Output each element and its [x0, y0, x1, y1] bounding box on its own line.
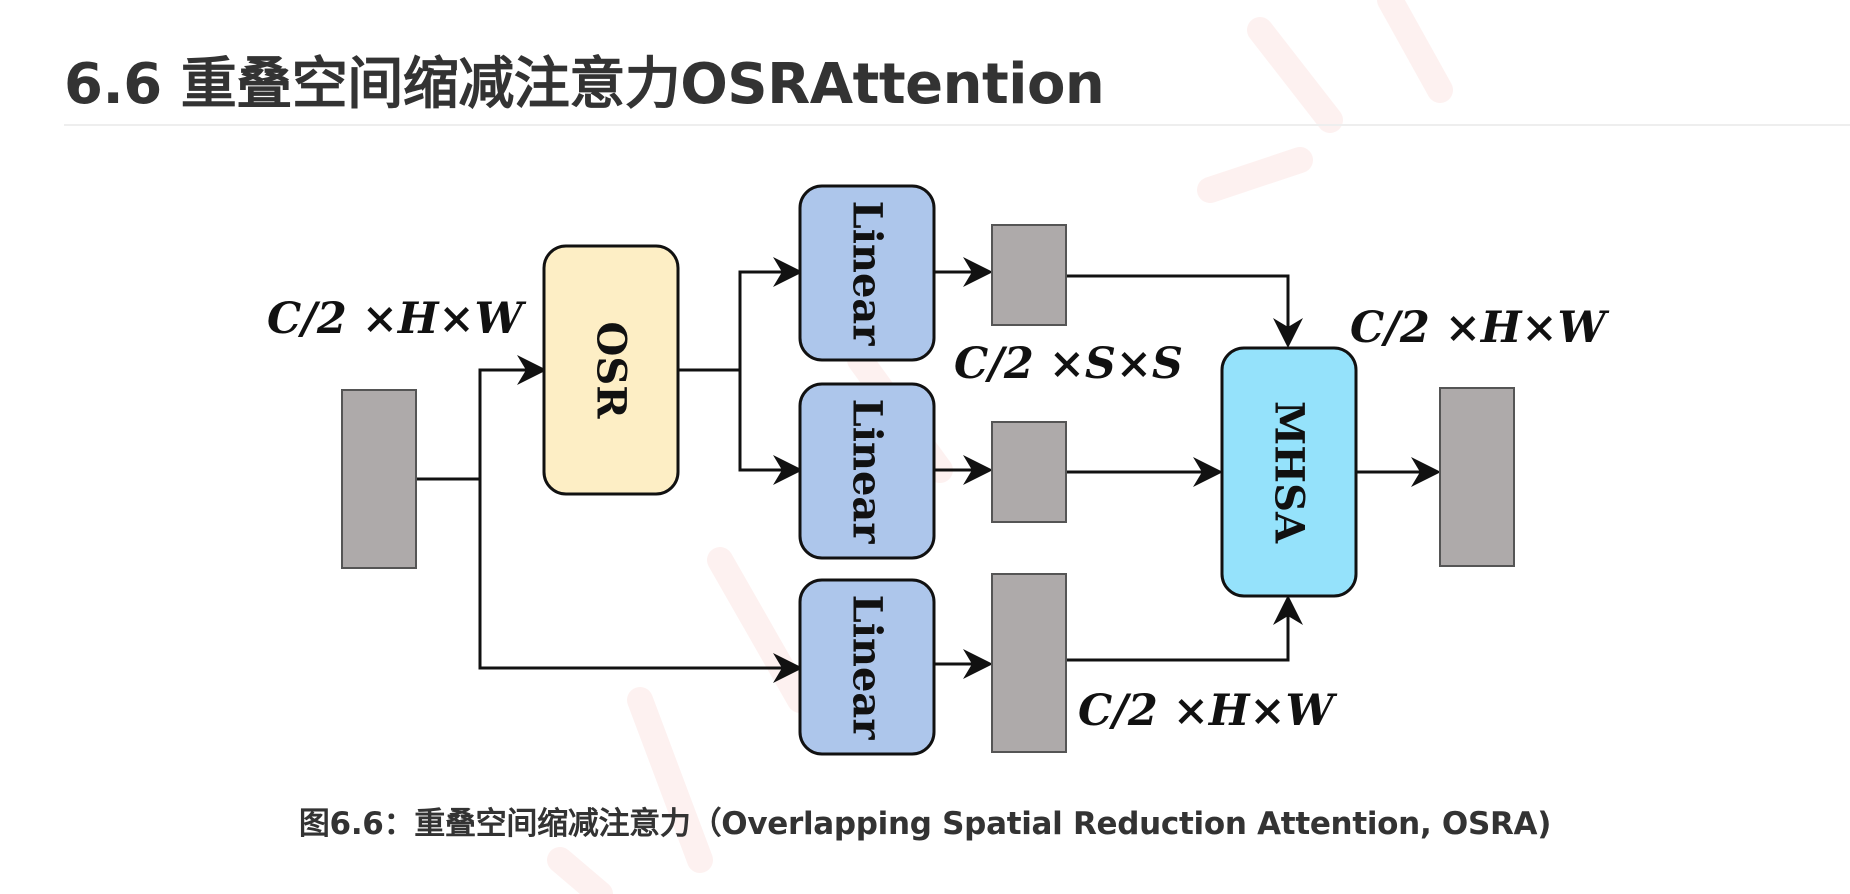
output-tensor — [1439, 387, 1515, 567]
value-dim-label: C/2 ×H×W — [1078, 686, 1338, 736]
figure-caption: 图6.6：重叠空间缩减注意力（Overlapping Spatial Reduc… — [0, 804, 1850, 844]
connector-key-to-mhsa — [1066, 274, 1303, 348]
linear-bottom-label: Linear — [844, 595, 891, 741]
figure-caption-text: 图6.6：重叠空间缩减注意力（Overlapping Spatial Reduc… — [298, 806, 1552, 842]
key-tensor — [991, 224, 1067, 326]
input-tensor — [341, 389, 417, 569]
reduced-dim-label: C/2 ×S×S — [954, 339, 1183, 389]
connector-to-linear-mid — [738, 370, 803, 485]
connector-value-to-mhsa — [1066, 595, 1303, 662]
connector-to-linear-bottom — [478, 479, 803, 683]
connectors — [416, 257, 1441, 683]
linear-mid-label: Linear — [844, 399, 891, 545]
mhsa-block: MHSA — [1220, 346, 1358, 598]
output-dim-label: C/2 ×H×W — [1350, 303, 1610, 353]
osr-block: OSR — [542, 244, 680, 496]
linear-block-top: Linear — [798, 184, 936, 362]
value-tensor — [991, 573, 1067, 753]
linear-top-label: Linear — [844, 201, 891, 347]
osr-label: OSR — [588, 322, 635, 420]
mhsa-label: MHSA — [1266, 401, 1313, 544]
section-heading: 6.6 重叠空间缩减注意力OSRAttention — [64, 52, 1105, 117]
input-dim-label: C/2 ×H×W — [267, 294, 527, 344]
linear-block-mid: Linear — [798, 382, 936, 560]
query-tensor — [991, 421, 1067, 523]
connector-to-linear-top — [738, 257, 803, 370]
linear-block-bottom: Linear — [798, 578, 936, 756]
heading-divider — [64, 124, 1850, 126]
connector-to-osr — [478, 355, 547, 479]
